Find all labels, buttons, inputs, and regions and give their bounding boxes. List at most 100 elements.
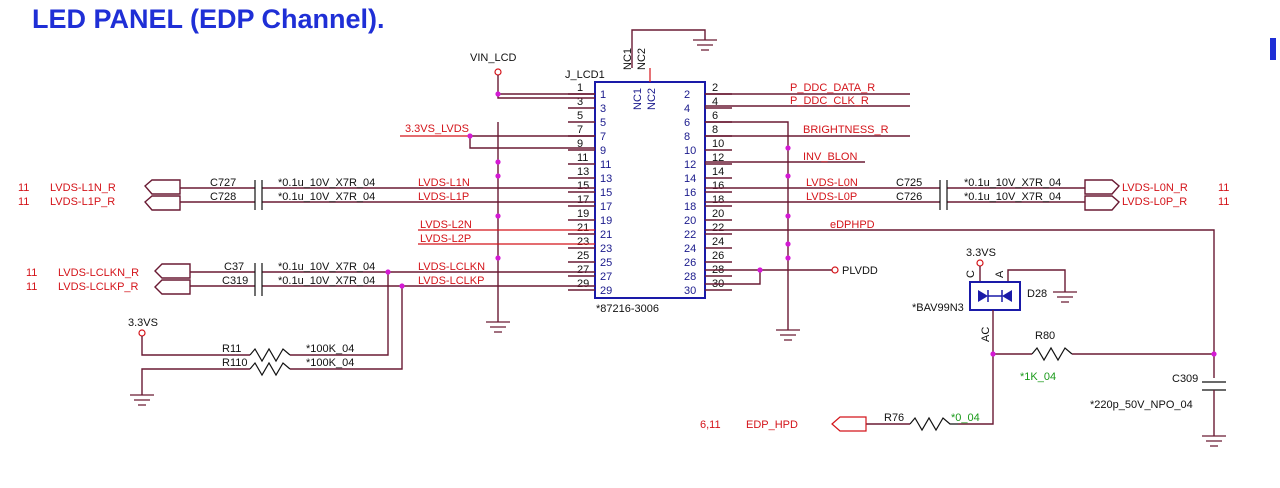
r76-resistor — [909, 416, 958, 432]
offpage-l1n-flag — [144, 179, 181, 195]
c319-value: *0.1u_10V_X7R_04 — [278, 275, 375, 287]
net-p-ddc-data: P_DDC_DATA_R — [790, 82, 875, 94]
connector-pin-inner-left: 11 — [600, 159, 611, 171]
offpage-l0p-sheet: 11 — [1218, 196, 1229, 208]
offpage-l1n-name: LVDS-L1N_R — [50, 182, 116, 194]
junction-dot — [990, 351, 996, 357]
net-edp-hpd: EDP_HPD — [746, 419, 798, 431]
connector-pin-number-right: 8 — [712, 124, 718, 136]
connector-pin-number-right: 14 — [712, 166, 724, 178]
connector-pin-number-left: 25 — [577, 250, 589, 262]
vs-lvds-wire — [469, 135, 595, 149]
junction-dot — [495, 213, 501, 219]
connector-j-lcd1: J_LCD1 *87216-3006 NC1 NC2 NC1 NC2 11335… — [565, 48, 732, 315]
offpage-lclkp-flag — [154, 279, 191, 295]
connector-pin-number-left: 15 — [577, 180, 589, 192]
right-ground-bus — [705, 121, 789, 330]
connector-pin-number-right: 12 — [712, 152, 724, 164]
connector-pin-number-left: 19 — [577, 208, 589, 220]
junction-dot — [467, 133, 473, 139]
connector-pin-inner-left: 9 — [600, 145, 606, 157]
connector-pin-number-left: 23 — [577, 236, 589, 248]
connector-pin-inner-left: 7 — [600, 131, 606, 143]
c725-c726-plates — [939, 180, 948, 210]
net-edphpd: eDPHPD — [830, 219, 875, 231]
r76-value: *0_04 — [951, 412, 980, 424]
r110-value: *100K_04 — [306, 357, 354, 369]
ddc-wires — [705, 93, 910, 107]
offpage-lclkn-flag — [154, 263, 191, 279]
connector-pin-inner-left: 3 — [600, 103, 606, 115]
r80-value: *1K_04 — [1020, 371, 1056, 383]
d28-a-wire — [1007, 269, 1066, 292]
connector-pin-inner-right: 16 — [684, 187, 696, 199]
vin-lcd-terminal — [494, 68, 502, 76]
connector-nc1-outer: NC1 — [622, 48, 634, 70]
r110-ref: R110 — [222, 357, 247, 369]
net-3v3vs-left: 3.3VS — [128, 317, 158, 329]
c728-ref: C728 — [210, 191, 236, 203]
r11-right-wire — [290, 272, 389, 356]
junction-dot — [495, 255, 501, 261]
connector-pin-inner-right: 14 — [684, 173, 696, 185]
r11-left-wire — [141, 336, 250, 356]
connector-pin-number-left: 29 — [577, 278, 589, 290]
connector-pin-inner-left: 17 — [600, 201, 612, 213]
connector-pin-number-right: 4 — [712, 96, 718, 108]
r11-resistor — [249, 347, 291, 363]
connector-pin-inner-left: 21 — [600, 229, 612, 241]
net-lvds-lclkp: LVDS-LCLKP — [418, 275, 484, 287]
d28-diode-bars — [987, 290, 1003, 302]
connector-pin-inner-right: 6 — [684, 117, 690, 129]
offpage-lclkp-sheet: 11 — [26, 281, 37, 293]
connector-pin-number-right: 16 — [712, 180, 724, 192]
offpage-l0p-name: LVDS-L0P_R — [1122, 196, 1187, 208]
net-lvds-lclkn: LVDS-LCLKN — [418, 261, 485, 273]
net-inv-blon: INV_BLON — [803, 151, 857, 163]
connector-pin-inner-right: 8 — [684, 131, 690, 143]
junction-dot — [1211, 351, 1217, 357]
offpage-l1p-sheet: 11 — [18, 196, 29, 208]
r110-left-wire — [141, 368, 250, 395]
connector-pin-number-left: 5 — [577, 110, 583, 122]
c309-plates — [1202, 381, 1226, 391]
connector-pin-inner-right: 4 — [684, 103, 690, 115]
connector-pin-number-right: 20 — [712, 208, 724, 220]
plvdd-terminal — [831, 266, 839, 274]
d28-ref: D28 — [1027, 288, 1047, 300]
d28-diode-arrows — [978, 290, 1012, 302]
junction-dot — [785, 145, 791, 151]
offpage-l0n-flag — [1084, 179, 1120, 195]
c727-c728-plates — [254, 180, 263, 210]
r110-resistor — [249, 361, 291, 377]
connector-pin-inner-left: 29 — [600, 285, 612, 297]
c309-ref: C309 — [1172, 373, 1198, 385]
c37-value: *0.1u_10V_X7R_04 — [278, 261, 375, 273]
lvds-l0-pair: LVDS-L0N LVDS-L0P C725 C726 *0.1u_10V_X7… — [705, 177, 1229, 211]
vin-lcd-wire — [497, 75, 595, 99]
d28-value: *BAV99N3 — [912, 302, 964, 314]
connector-pin-number-left: 3 — [577, 96, 583, 108]
offpage-l1p-flag — [144, 195, 181, 211]
plvdd-wire — [705, 269, 832, 285]
r110-right-wire — [290, 286, 403, 370]
connector-pin-inner-left: 19 — [600, 215, 612, 227]
connector-pin-inner-left: 1 — [600, 89, 606, 101]
connector-pin-number-left: 21 — [577, 222, 589, 234]
ground-symbol-top — [693, 39, 717, 51]
c37-c319-plates — [254, 263, 263, 296]
ground-symbol-d28 — [1053, 291, 1077, 303]
offpage-lclkn-sheet: 11 — [26, 267, 37, 279]
offpage-l0n-sheet: 11 — [1218, 182, 1229, 194]
v33-left-terminal — [138, 329, 146, 337]
net-lvds-l1n: LVDS-L1N — [418, 177, 470, 189]
cropped-title-glyph — [1270, 38, 1276, 60]
connector-pin-inner-left: 27 — [600, 271, 612, 283]
connector-pin-inner-right: 28 — [684, 271, 696, 283]
offpage-l1p-name: LVDS-L1P_R — [50, 196, 115, 208]
connector-pin-number-left: 17 — [577, 194, 589, 206]
connector-pin-inner-right: 10 — [684, 145, 696, 157]
c725-value: *0.1u_10V_X7R_04 — [964, 177, 1061, 189]
offpage-l1n-sheet: 11 — [18, 182, 29, 194]
